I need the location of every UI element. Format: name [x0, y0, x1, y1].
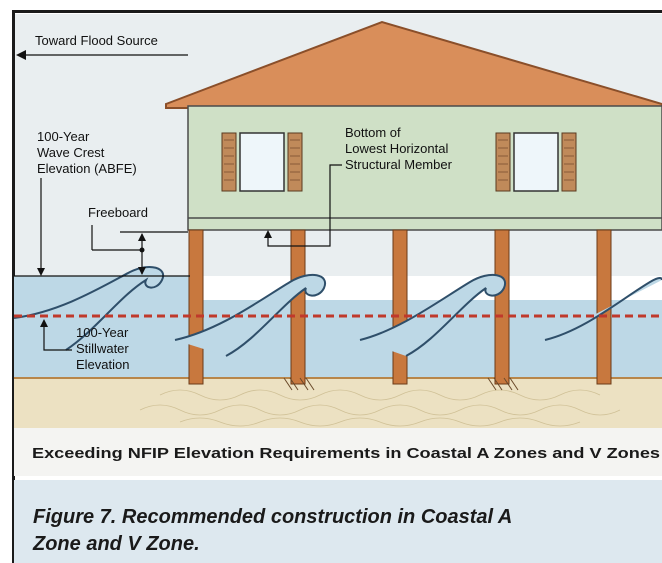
caption-line-1: Figure 7. Recommended construction in Co…	[33, 506, 512, 528]
wave-crest-arrowhead	[37, 268, 45, 276]
wave-crest-label-1: 100-Year	[37, 129, 90, 144]
banner-text: Exceeding NFIP Elevation Requirements in…	[32, 446, 660, 462]
stillwater-arrowhead	[40, 319, 48, 327]
top-frame-border	[12, 10, 662, 13]
caption-line-2: Zone and V Zone.	[32, 533, 200, 555]
freeboard-arrow-up	[138, 233, 146, 241]
pile-4	[494, 229, 510, 385]
flood-source-arrowhead	[16, 50, 26, 60]
bottom-member-label-2: Lowest Horizontal	[345, 141, 448, 156]
pile-3	[392, 229, 408, 385]
pile-5	[596, 229, 612, 385]
banner-background	[14, 428, 662, 476]
wave-4	[544, 277, 662, 341]
bottom-member-label-1: Bottom of	[345, 125, 401, 140]
pile-1	[188, 229, 204, 385]
caption-background	[14, 480, 662, 563]
freeboard-arrow-down	[138, 267, 146, 275]
stillwater-label-2: Stillwater	[76, 341, 129, 356]
wave-crest-label-2: Wave Crest	[37, 145, 105, 160]
pile-embedment-marks	[283, 377, 519, 391]
sand-ground	[14, 378, 662, 428]
roof	[165, 20, 662, 109]
wave-crest-label-3: Elevation (ABFE)	[37, 161, 137, 176]
stillwater-label-1: 100-Year	[76, 325, 129, 340]
bottom-member-leader	[267, 164, 342, 247]
wave-1	[13, 265, 165, 351]
bottom-member-label-3: Structural Member	[345, 157, 453, 172]
left-frame-border	[12, 10, 15, 563]
freeboard-dot	[139, 247, 145, 253]
flood-source-label: Toward Flood Source	[35, 33, 158, 48]
sand-texture	[139, 389, 621, 427]
window-right	[495, 132, 577, 192]
freeboard-label: Freeboard	[88, 205, 148, 220]
stillwater-label-3: Elevation	[76, 357, 129, 372]
window-left	[221, 132, 303, 192]
bottom-member-arrowhead	[264, 230, 272, 238]
pile-2	[290, 229, 306, 385]
stillwater-leader	[43, 326, 72, 351]
